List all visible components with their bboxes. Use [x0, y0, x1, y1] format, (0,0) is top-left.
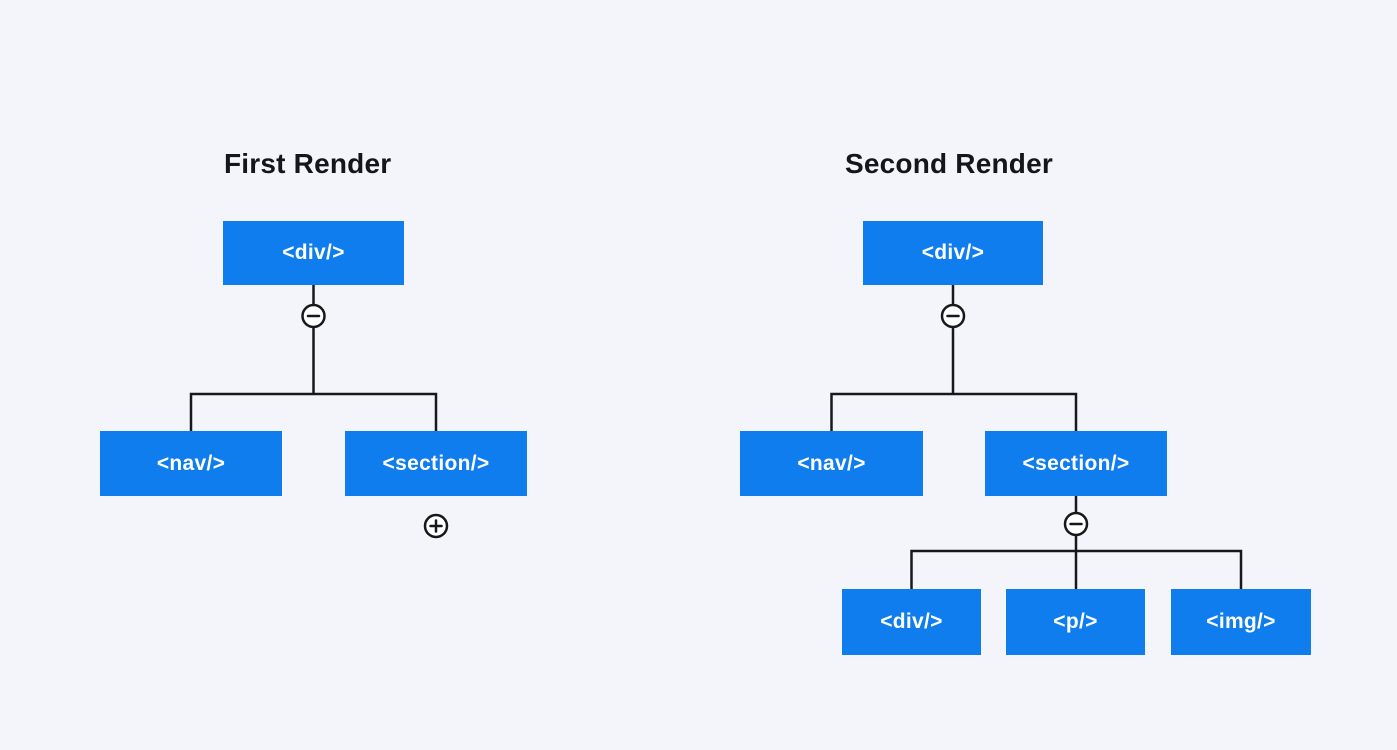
minus-toggle-icon — [301, 303, 326, 329]
second-render-title: Second Render — [845, 148, 1053, 179]
plus-toggle-icon — [423, 513, 449, 539]
node-div-root: <div/> — [223, 221, 404, 285]
node-child-div: <div/> — [842, 589, 981, 655]
node-section: <section/> — [985, 431, 1167, 496]
node-nav: <nav/> — [740, 431, 923, 496]
first-render-connectors — [189, 285, 449, 539]
node-nav: <nav/> — [100, 431, 282, 496]
node-child-img: <img/> — [1171, 589, 1311, 655]
minus-toggle-icon — [1063, 511, 1089, 537]
connector-line — [910, 549, 1243, 589]
minus-toggle-icon — [940, 303, 966, 329]
node-child-p: <p/> — [1006, 589, 1145, 655]
node-div-root: <div/> — [863, 221, 1043, 285]
connector-line — [830, 392, 1078, 431]
node-section: <section/> — [345, 431, 527, 496]
connector-line — [189, 392, 438, 431]
first-render-title: First Render — [224, 148, 392, 179]
